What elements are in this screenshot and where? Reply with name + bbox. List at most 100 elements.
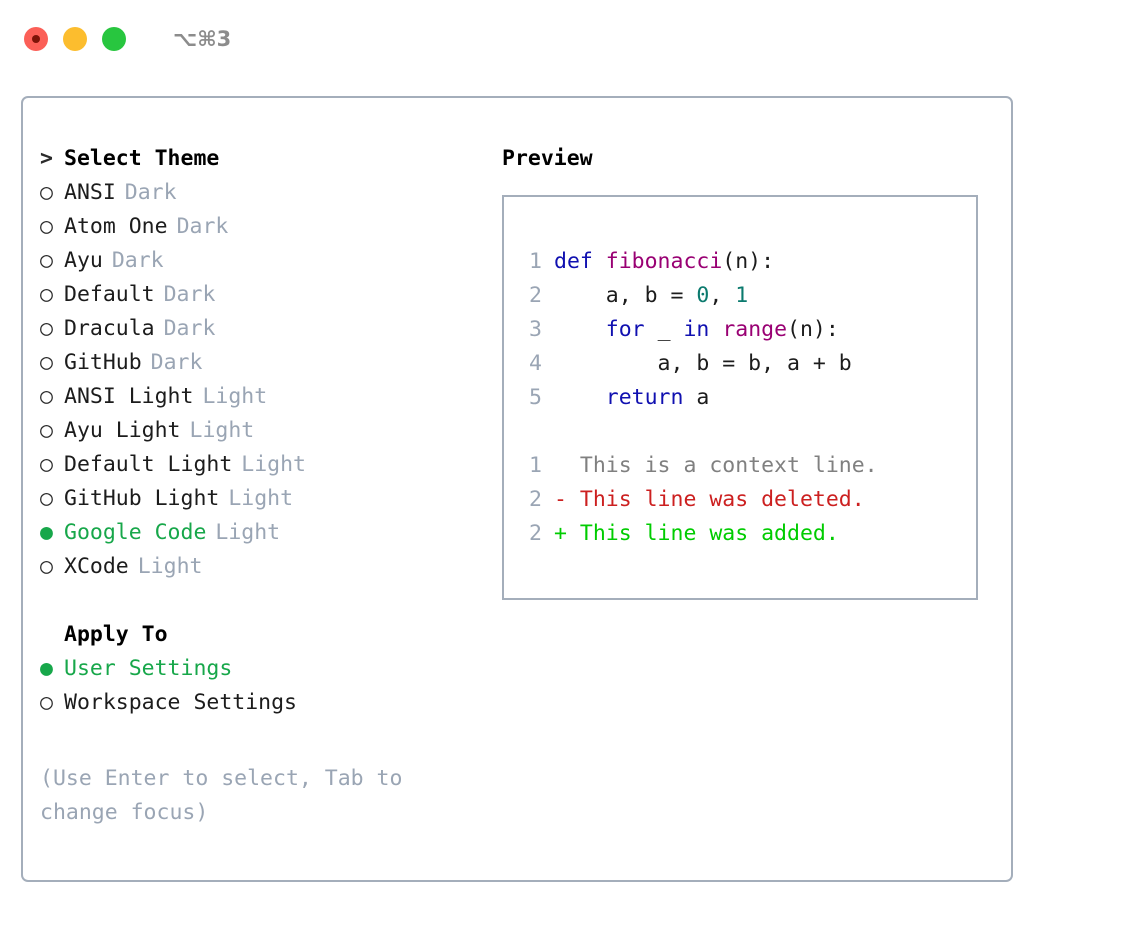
theme-list-header-label: Select Theme xyxy=(64,146,220,171)
theme-option-category: Dark xyxy=(111,248,164,273)
theme-option-label: Default xyxy=(64,282,155,307)
code-token-number: 1 xyxy=(735,283,749,308)
code-token-plain: a xyxy=(683,385,710,410)
apply-to-list: ○Apply To●User Settings○Workspace Settin… xyxy=(40,618,480,720)
radio-unselected-icon[interactable]: ○ xyxy=(40,554,53,579)
diff-line-text: This is a context line. xyxy=(566,453,878,478)
radio-unselected-icon[interactable]: ○ xyxy=(40,486,53,511)
diff-line-context: 1 This is a context line. xyxy=(504,449,976,483)
code-line: 5 return a xyxy=(504,381,976,415)
code-token-keyword: in xyxy=(683,317,710,342)
maximize-button[interactable] xyxy=(102,27,126,51)
code-token-plain: a, b = b, a + b xyxy=(554,351,852,376)
radio-unselected-icon[interactable]: ○ xyxy=(40,248,53,273)
radio-unselected-icon[interactable]: ○ xyxy=(40,214,53,239)
title-bar: ⌥⌘3 xyxy=(0,0,1140,78)
radio-selected-icon[interactable]: ● xyxy=(40,656,53,681)
section-spacer xyxy=(40,584,480,618)
diff-sample: 1 This is a context line.2- This line wa… xyxy=(504,449,976,551)
code-token-plain xyxy=(709,313,722,347)
theme-option-label: GitHub xyxy=(64,350,142,375)
theme-option-label: ANSI Light xyxy=(64,384,194,409)
theme-option-category: Light xyxy=(137,554,203,579)
apply-to-option-workspace-settings[interactable]: ○Workspace Settings xyxy=(40,686,480,720)
minimize-button[interactable] xyxy=(63,27,87,51)
code-token-plain xyxy=(554,381,606,415)
radio-unselected-icon[interactable]: ○ xyxy=(40,316,53,341)
keyboard-shortcut-label: ⌥⌘3 xyxy=(173,27,232,51)
theme-option-ansi-light[interactable]: ○ ANSI Light Light xyxy=(40,380,480,414)
theme-option-category: Light xyxy=(202,384,268,409)
close-button[interactable] xyxy=(24,27,48,51)
theme-option-ayu-light[interactable]: ○ Ayu Light Light xyxy=(40,414,480,448)
theme-option-label: Google Code xyxy=(64,520,207,545)
theme-option-category: Dark xyxy=(150,350,203,375)
theme-option-category: Light xyxy=(228,486,294,511)
radio-unselected-icon[interactable]: ○ xyxy=(40,350,53,375)
diff-sign xyxy=(554,449,567,483)
theme-option-category: Dark xyxy=(124,180,177,205)
theme-option-github-light[interactable]: ○ GitHub Light Light xyxy=(40,482,480,516)
radio-unselected-icon[interactable]: ○ xyxy=(40,384,53,409)
apply-to-header: ○Apply To xyxy=(40,618,480,652)
theme-option-ansi[interactable]: ○ ANSI Dark xyxy=(40,176,480,210)
radio-unselected-icon[interactable]: ○ xyxy=(40,418,53,443)
theme-option-label: Ayu xyxy=(64,248,103,273)
theme-option-category: Light xyxy=(215,520,281,545)
diff-sign: - xyxy=(554,487,567,512)
code-token-function: range xyxy=(722,317,788,342)
radio-unselected-icon[interactable]: ○ xyxy=(40,180,53,205)
theme-option-github[interactable]: ○ GitHub Dark xyxy=(40,346,480,380)
code-line: 2 a, b = 0, 1 xyxy=(504,279,976,313)
theme-option-label: ANSI xyxy=(64,180,116,205)
diff-line-number: 2 xyxy=(529,487,542,512)
code-line-number: 2 xyxy=(529,283,542,308)
diff-line-number: 1 xyxy=(529,453,542,478)
theme-option-label: Dracula xyxy=(64,316,155,341)
code-line: 4 a, b = b, a + b xyxy=(504,347,976,381)
diff-line-added: 2+ This line was added. xyxy=(504,517,976,551)
theme-option-label: Atom One xyxy=(64,214,168,239)
code-line-number: 1 xyxy=(529,249,542,274)
radio-unselected-icon[interactable]: ○ xyxy=(40,452,53,477)
theme-option-label: Ayu Light xyxy=(64,418,181,443)
code-token-plain: _ xyxy=(644,317,684,342)
theme-option-google-code[interactable]: ● Google Code Light xyxy=(40,516,480,550)
code-token-plain: (n): xyxy=(787,317,839,342)
code-token-plain: a, b = xyxy=(554,283,697,308)
radio-unselected-icon[interactable]: ○ xyxy=(40,690,53,715)
code-token-number: 0 xyxy=(696,283,710,308)
theme-option-label: GitHub Light xyxy=(64,486,220,511)
theme-option-category: Light xyxy=(189,418,255,443)
prompt-caret-icon: > xyxy=(40,146,53,171)
diff-line-text: This line was added. xyxy=(566,521,839,546)
code-line-number: 4 xyxy=(529,351,542,376)
theme-option-category: Light xyxy=(241,452,307,477)
theme-option-ayu[interactable]: ○ Ayu Dark xyxy=(40,244,480,278)
apply-to-option-user-settings[interactable]: ●User Settings xyxy=(40,652,480,686)
code-line-number: 5 xyxy=(529,385,542,410)
radio-unselected-icon[interactable]: ○ xyxy=(40,282,53,307)
radio-selected-icon[interactable]: ● xyxy=(40,520,53,545)
code-token-keyword: for xyxy=(605,317,645,342)
diff-line-number: 2 xyxy=(529,521,542,546)
diff-line-deleted: 2- This line was deleted. xyxy=(504,483,976,517)
code-line-number: 3 xyxy=(529,317,542,342)
code-token-function: fibonacci xyxy=(605,249,723,274)
apply-to-header-label: Apply To xyxy=(64,622,168,647)
apply-to-header-indent: ○ xyxy=(40,618,64,652)
code-line: 3 for _ in range(n): xyxy=(504,313,976,347)
window-controls xyxy=(24,27,126,51)
code-token-keyword: def xyxy=(554,249,606,274)
